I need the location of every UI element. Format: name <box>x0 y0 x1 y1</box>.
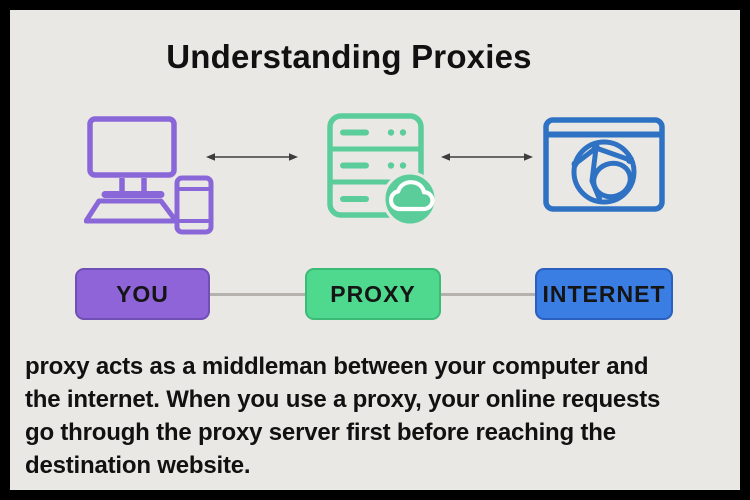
connector-proxy-internet <box>438 293 538 296</box>
page-title: Understanding Proxies <box>166 38 532 76</box>
paragraph-line: destination website. <box>25 452 251 479</box>
proxy-box-label: PROXY <box>330 280 416 307</box>
internet-box-label: INTERNET <box>542 280 666 307</box>
you-box-label: YOU <box>116 280 169 307</box>
browser-globe-icon <box>543 117 665 212</box>
explanation-paragraph: proxy acts as a middleman between your c… <box>25 350 660 482</box>
paragraph-line: proxy acts as a middleman between your c… <box>25 353 649 380</box>
computer-and-phone-icon <box>84 116 214 235</box>
proxy-box: PROXY <box>305 268 441 320</box>
arrow-you-proxy-icon <box>206 153 298 161</box>
proxy-server-cloud-icon <box>327 113 438 227</box>
paragraph-line: the internet. When you use a proxy, your… <box>25 386 661 413</box>
paragraph-line: go through the proxy server first before… <box>25 419 616 446</box>
you-box: YOU <box>75 268 210 320</box>
arrow-proxy-internet-icon <box>441 153 533 161</box>
connector-you-proxy <box>205 293 310 296</box>
internet-box: INTERNET <box>535 268 673 320</box>
